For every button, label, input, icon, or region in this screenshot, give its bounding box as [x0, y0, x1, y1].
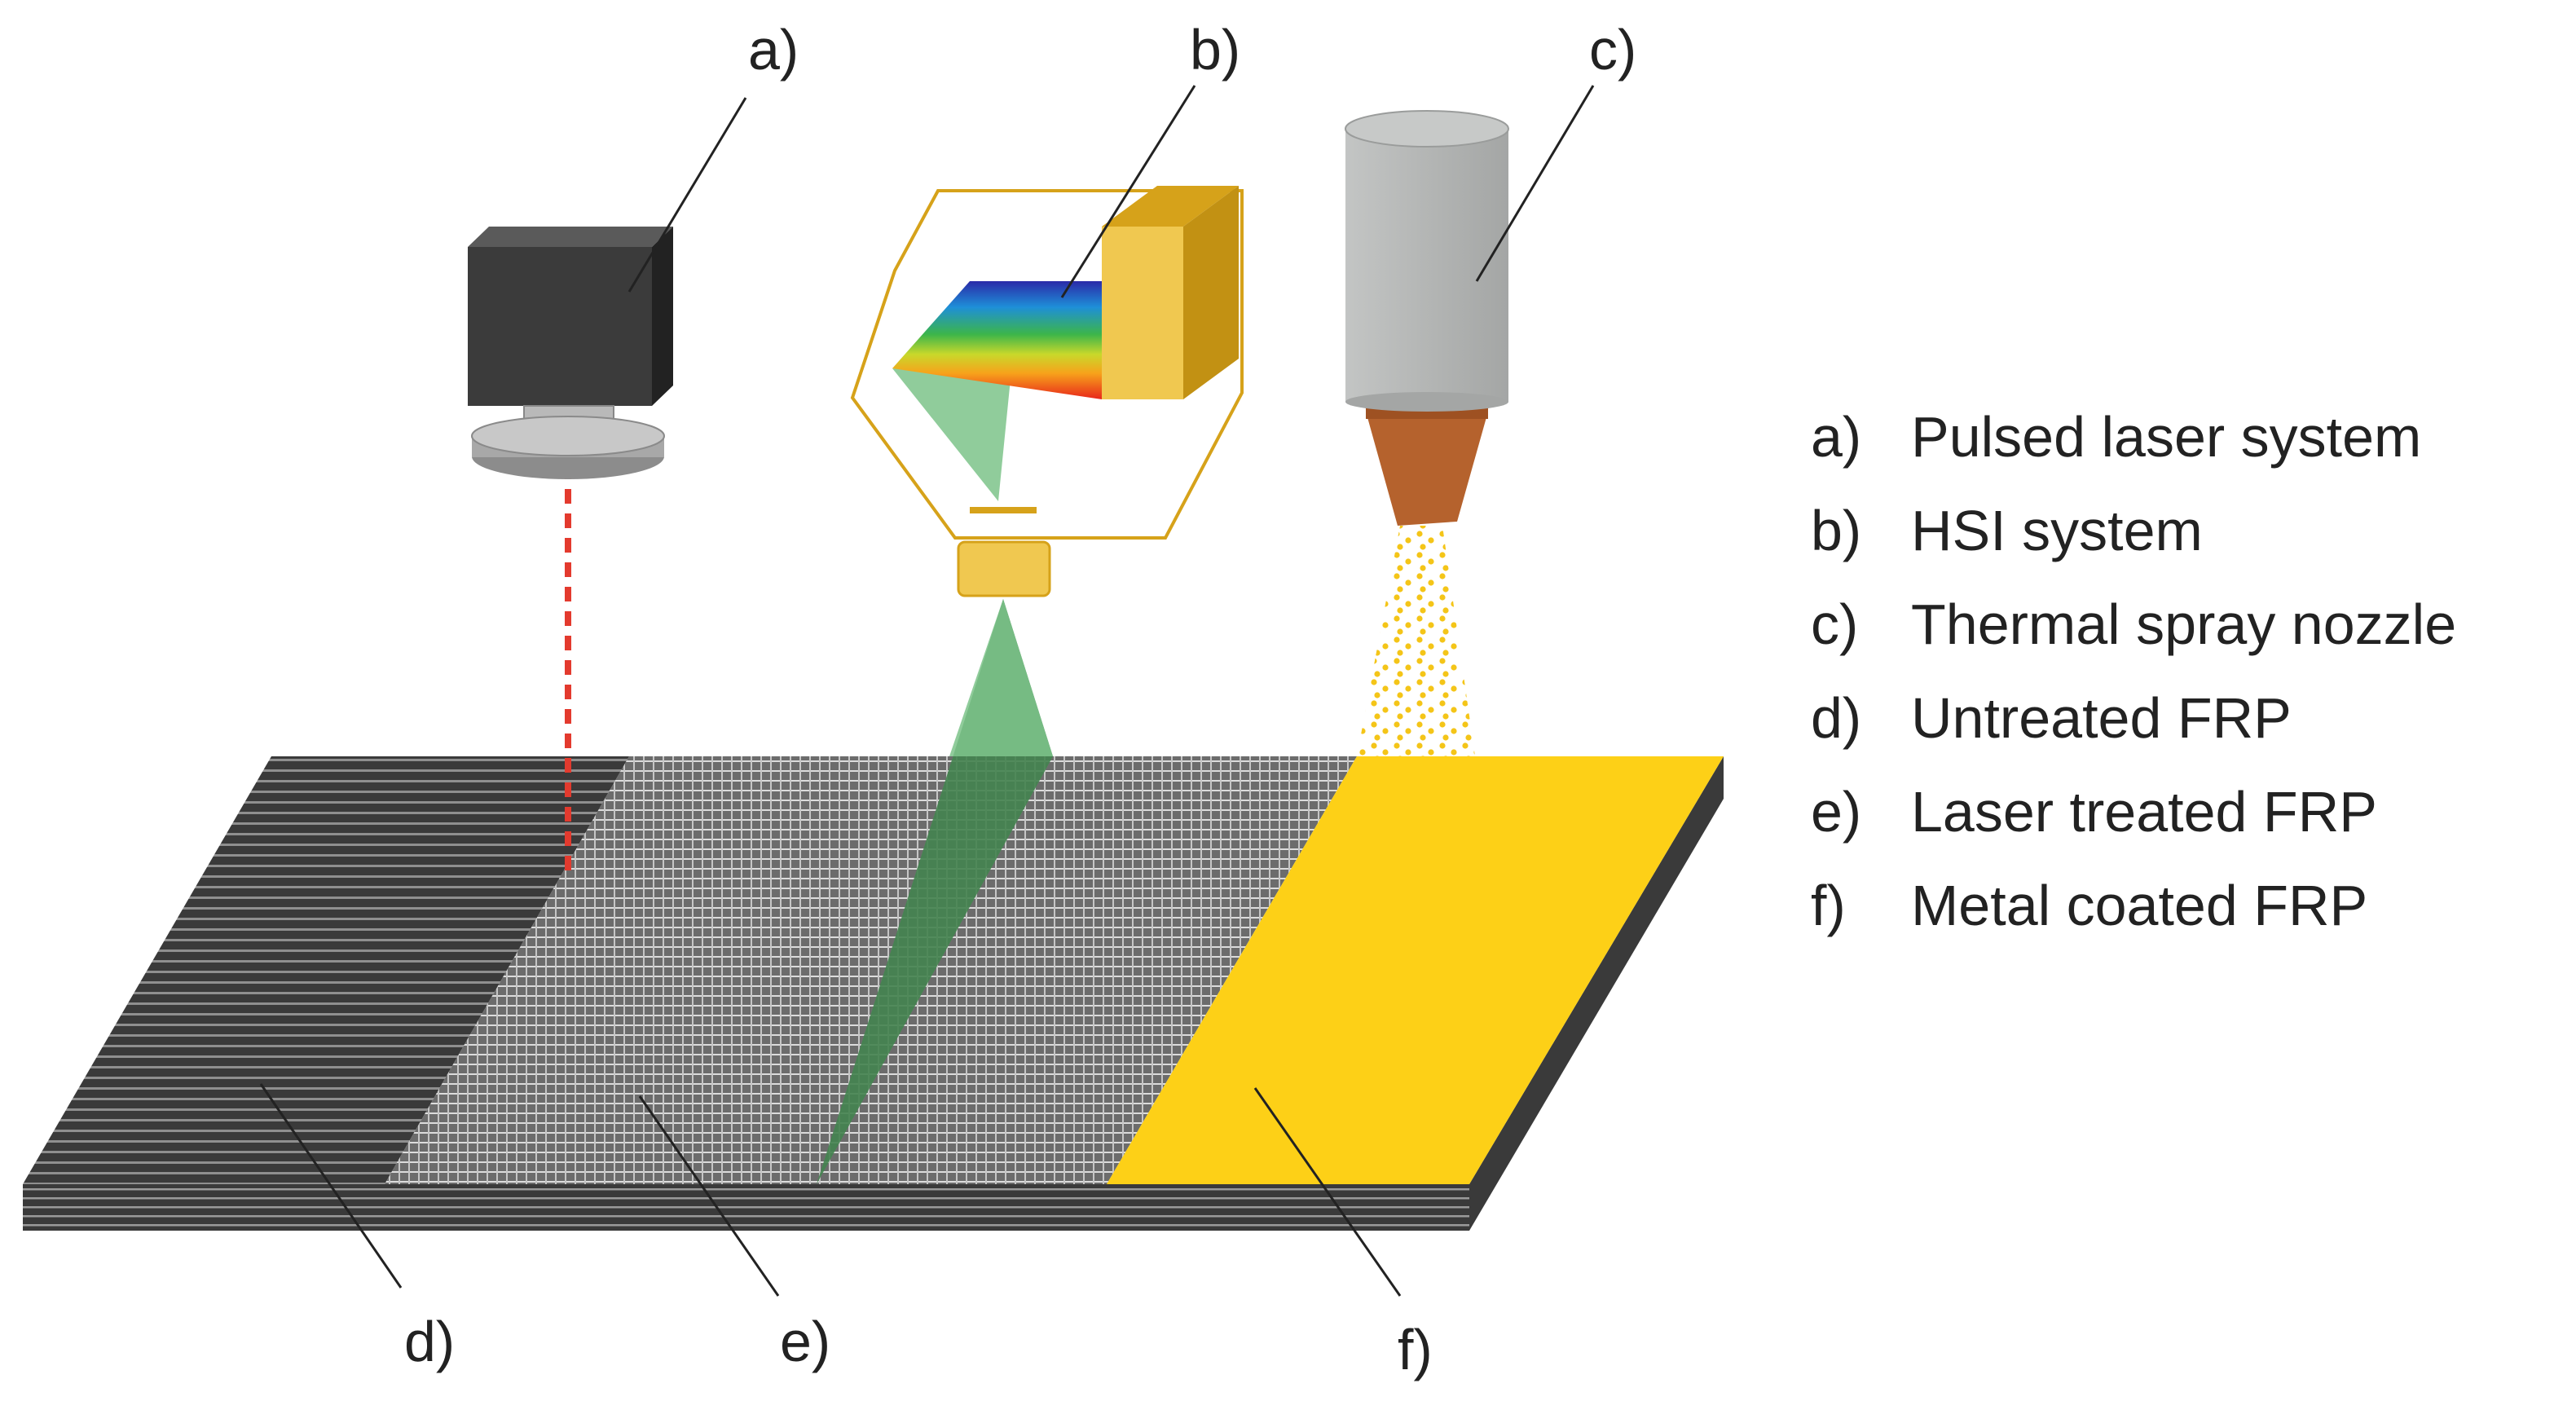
frp-plate [23, 756, 1724, 1231]
leader-c [1475, 85, 1595, 282]
leader-d [259, 1083, 403, 1289]
hsi-system [817, 186, 1244, 1184]
legend-item: f) Metal coated FRP [1811, 874, 2367, 937]
laser-housing-side [652, 227, 673, 406]
untreated-frp-region [23, 756, 629, 1184]
hsi-detector-top [1102, 186, 1239, 227]
legend-key: d) [1811, 686, 1861, 750]
nozzle-tip [1366, 412, 1488, 526]
nozzle-body-bottom [1345, 392, 1508, 412]
laser-housing-top [468, 227, 673, 247]
leader-b [1060, 85, 1196, 298]
legend-key: f) [1811, 874, 1846, 937]
callout-leaders [259, 85, 1595, 1297]
hsi-spectrum [892, 281, 1102, 399]
callout-a: a) [748, 18, 799, 82]
legend-text: Pulsed laser system [1911, 405, 2421, 469]
legend-key: c) [1811, 593, 1858, 656]
laser-lens-flange-top [471, 416, 665, 456]
legend-item: d) Untreated FRP [1811, 686, 2292, 750]
hsi-housing-outline [850, 189, 1244, 540]
nozzle-body [1345, 129, 1508, 402]
callout-b: b) [1190, 18, 1240, 82]
legend-item: c) Thermal spray nozzle [1811, 593, 2456, 656]
legend: a) Pulsed laser system b) HSI system c) … [1811, 405, 2456, 937]
laser-housing-front [468, 247, 652, 406]
plate-front-edge [23, 1184, 1469, 1231]
legend-key: b) [1811, 499, 1861, 562]
legend-text: Laser treated FRP [1911, 780, 2377, 844]
legend-text: Thermal spray nozzle [1911, 593, 2456, 656]
legend-text: HSI system [1911, 499, 2203, 562]
callout-d: d) [404, 1310, 455, 1373]
hsi-view-upper [949, 599, 1053, 756]
callout-c: c) [1589, 18, 1636, 82]
hsi-detector-side [1183, 186, 1239, 399]
hsi-light-fan [892, 368, 1011, 501]
legend-key: e) [1811, 780, 1861, 844]
leader-a [627, 97, 747, 293]
legend-item: a) Pulsed laser system [1811, 405, 2421, 469]
leader-f [1253, 1087, 1402, 1297]
legend-item: b) HSI system [1811, 499, 2203, 562]
nozzle-body-top [1345, 110, 1509, 148]
thermal-spray-nozzle [1345, 110, 1509, 756]
legend-key: a) [1811, 405, 1861, 469]
callout-labels: a) b) c) d) e) f) [404, 18, 1636, 1381]
plate-right-edge [1469, 756, 1724, 1231]
metal-coated-frp-region [1107, 756, 1724, 1184]
callout-e: e) [780, 1310, 830, 1373]
legend-text: Metal coated FRP [1911, 874, 2367, 937]
hsi-slit [970, 507, 1037, 513]
leader-e [638, 1095, 780, 1297]
legend-text: Untreated FRP [1911, 686, 2292, 750]
laser-treated-frp-region [385, 756, 1357, 1184]
callout-f: f) [1398, 1318, 1433, 1381]
hsi-objective-lens [957, 540, 1051, 597]
legend-item: e) Laser treated FRP [1811, 780, 2377, 844]
spray-particles [1357, 526, 1475, 756]
hsi-detector-front [1102, 227, 1183, 399]
pulsed-laser-system [468, 227, 673, 479]
